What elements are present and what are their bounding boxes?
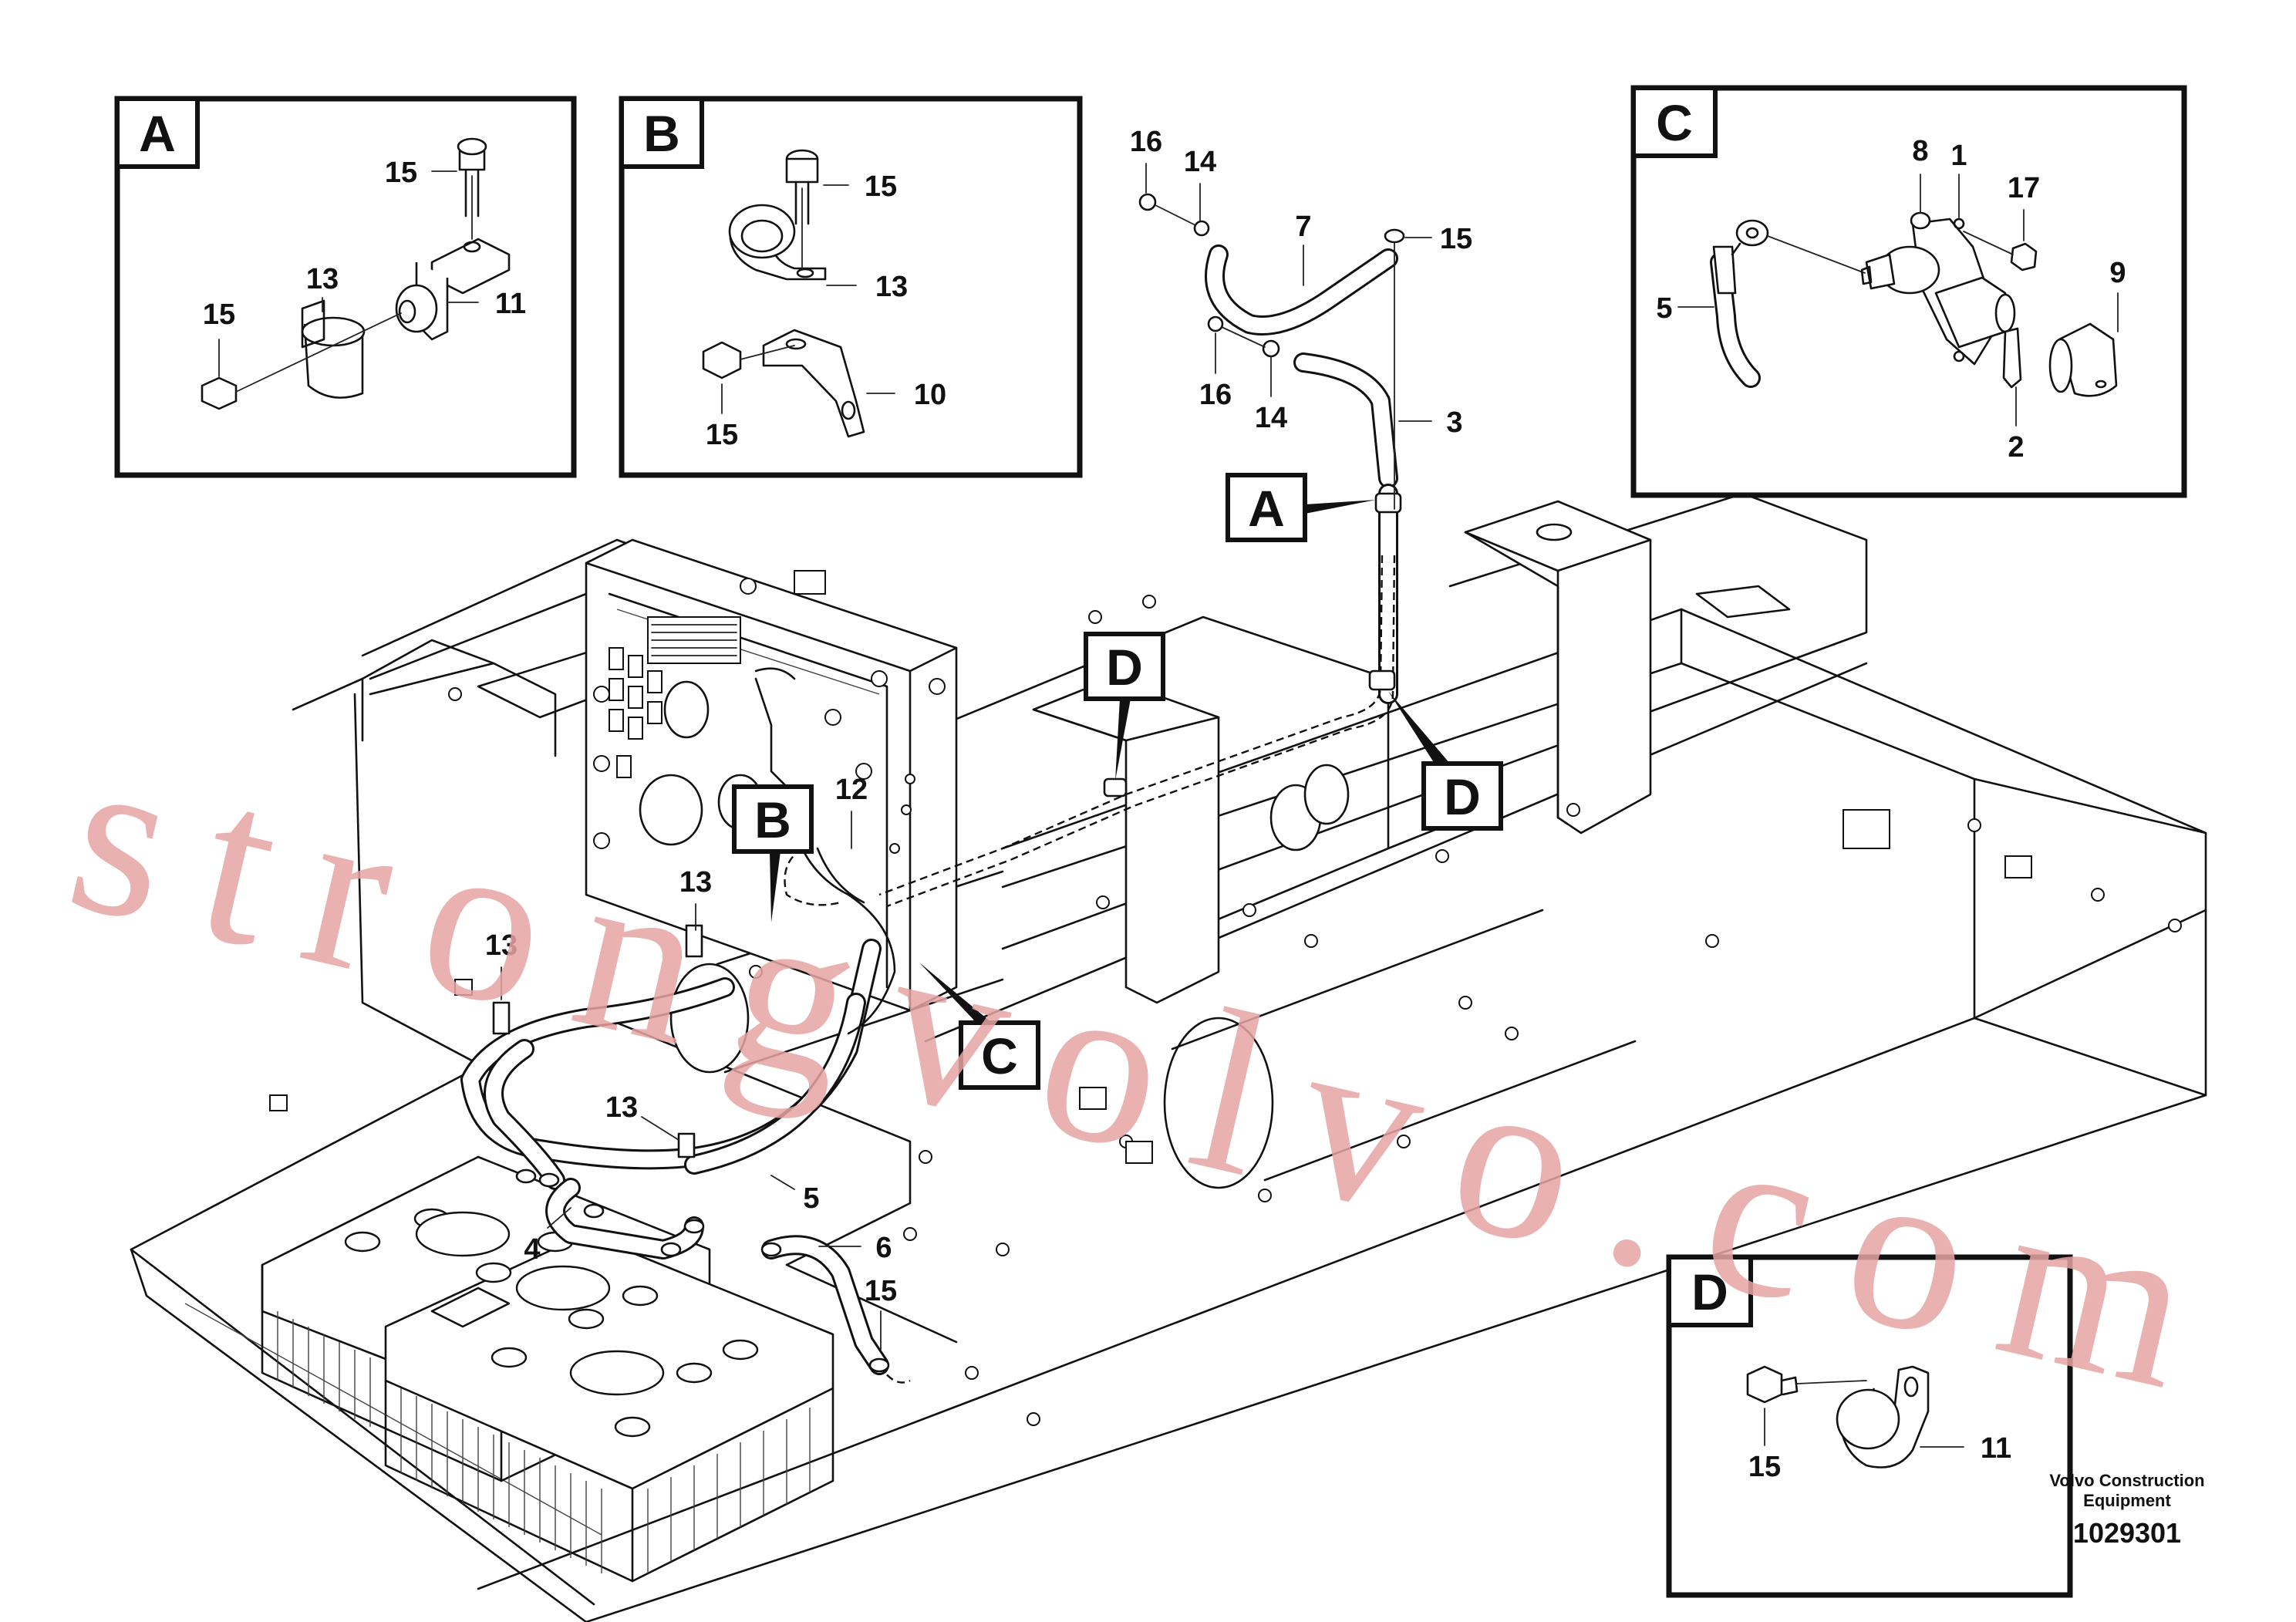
location-markers: A D D B C bbox=[732, 473, 1503, 1090]
brand-line-2: Equipment bbox=[2083, 1491, 2171, 1510]
brand-line-1: Volvo Construction bbox=[2049, 1471, 2204, 1490]
detail-letter-d: D bbox=[1691, 1263, 1728, 1320]
callout-12: 12 bbox=[835, 774, 868, 806]
callout-c-1: 1 bbox=[1950, 140, 1967, 172]
callout-14-mid: 14 bbox=[1255, 402, 1287, 434]
detail-letter-c: C bbox=[1656, 94, 1693, 151]
footer: Volvo Construction Equipment 1029301 bbox=[2049, 1471, 2204, 1549]
callout-c-5: 5 bbox=[1656, 292, 1672, 325]
main-callouts: 16 14 7 15 16 14 3 12 13 13 13 5 4 6 15 bbox=[485, 126, 1472, 1351]
callout-13-upper: 13 bbox=[679, 866, 712, 899]
machine-frame bbox=[130, 492, 2207, 1622]
callout-4: 4 bbox=[524, 1233, 540, 1266]
detail-view-d: D 15 11 bbox=[1666, 1254, 2073, 1598]
callout-b-10: 10 bbox=[914, 379, 946, 411]
callout-16-mid: 16 bbox=[1199, 379, 1232, 411]
cables bbox=[460, 193, 1405, 1384]
callout-c-8: 8 bbox=[1912, 135, 1928, 167]
marker-b: B bbox=[754, 791, 791, 848]
callout-13-left: 13 bbox=[485, 929, 518, 962]
detail-view-b: B 15 13 15 10 bbox=[619, 96, 1083, 478]
marker-d-right: D bbox=[1444, 768, 1481, 825]
callout-15-bottom: 15 bbox=[865, 1275, 897, 1307]
callout-15-top: 15 bbox=[1440, 223, 1472, 255]
callout-6: 6 bbox=[875, 1232, 892, 1264]
marker-d-middle: D bbox=[1106, 639, 1143, 696]
callout-14-top: 14 bbox=[1184, 146, 1216, 178]
callout-13-lower: 13 bbox=[605, 1091, 638, 1124]
detail-letter-a: A bbox=[139, 105, 176, 162]
callout-7: 7 bbox=[1295, 211, 1311, 243]
electrical-box bbox=[585, 538, 958, 1012]
callout-a-13: 13 bbox=[306, 263, 339, 295]
callout-b-13: 13 bbox=[875, 271, 908, 303]
callout-d-11: 11 bbox=[1981, 1432, 2011, 1465]
callout-3: 3 bbox=[1446, 406, 1462, 439]
callout-a-15-top: 15 bbox=[385, 157, 417, 189]
detail-view-a: A 15 13 15 11 bbox=[114, 96, 577, 478]
callout-16-top: 16 bbox=[1130, 126, 1162, 158]
document-number: 1029301 bbox=[2073, 1517, 2181, 1549]
callout-d-15: 15 bbox=[1748, 1451, 1781, 1483]
detail-view-c: C 8 1 17 5 bbox=[1630, 85, 2187, 498]
callout-c-9: 9 bbox=[2109, 257, 2126, 289]
callout-a-15-left: 15 bbox=[203, 298, 235, 331]
callout-c-2: 2 bbox=[2008, 431, 2024, 464]
callout-5: 5 bbox=[803, 1182, 819, 1215]
detail-letter-b: B bbox=[643, 105, 680, 162]
callout-c-17: 17 bbox=[2008, 172, 2040, 204]
callout-b-15-top: 15 bbox=[865, 170, 897, 203]
marker-a: A bbox=[1248, 480, 1285, 537]
callout-a-11: 11 bbox=[495, 288, 526, 320]
marker-c: C bbox=[981, 1027, 1018, 1084]
callout-b-15-left: 15 bbox=[706, 419, 738, 451]
